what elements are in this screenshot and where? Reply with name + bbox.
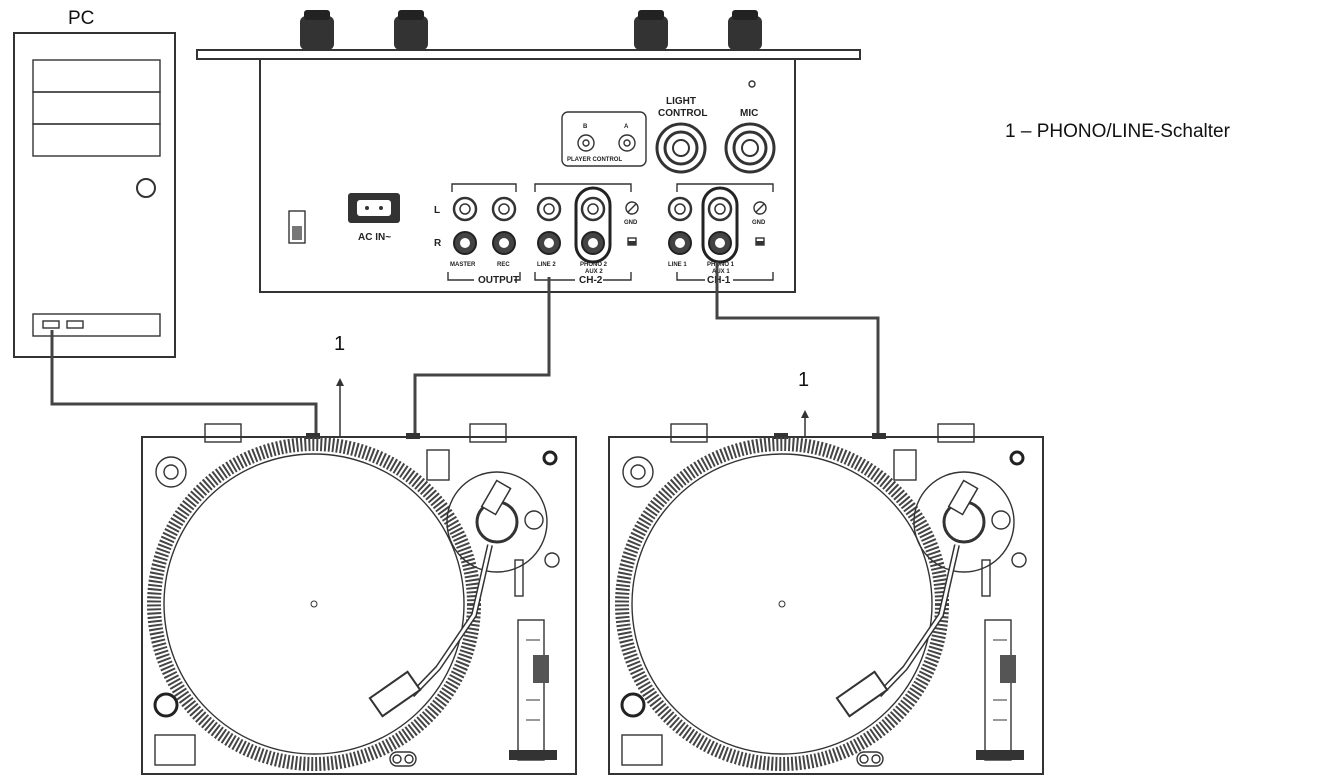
ch2-cable (413, 277, 551, 437)
player-a-label: A (624, 124, 629, 130)
callout-right: 1 (798, 369, 809, 391)
cables (50, 262, 880, 437)
phono1-label: PHONO 1 (707, 262, 735, 268)
adapter-icon (622, 456, 654, 488)
speed-button-icon (856, 751, 884, 767)
knob-icon (394, 16, 428, 50)
legend-text: 1 – PHONO/LINE-Schalter (1005, 121, 1231, 142)
gnd2-label: GND (624, 220, 638, 226)
player-b-label: B (583, 124, 588, 130)
speed-box-icon (621, 734, 663, 766)
box-icon (893, 449, 917, 481)
pitch-slider-icon (517, 619, 545, 761)
mixer: AC IN~ L R MASTER REC OUTPUT GND LI (196, 10, 861, 293)
ch2-label: CH-2 (579, 275, 603, 286)
pc-tower: PC (13, 8, 176, 358)
gnd1-label: GND (752, 220, 766, 226)
cartridge-icon (835, 670, 889, 718)
line2-label: LINE 2 (537, 262, 556, 268)
output-label: OUTPUT (478, 275, 519, 286)
gnd-screw-icon (625, 201, 639, 215)
knob-icon (728, 16, 762, 50)
mic-label: MIC (740, 108, 758, 119)
knob-icon (300, 16, 334, 50)
usb-cable (50, 330, 318, 437)
callout-left: 1 (334, 333, 345, 355)
ch1-label: CH-1 (707, 275, 731, 286)
rec-label: REC (497, 262, 510, 268)
knob-icon (634, 16, 668, 50)
light-control-label-2: CONTROL (658, 108, 707, 119)
box-icon (426, 449, 450, 481)
phono1-highlight (701, 186, 739, 264)
adapter-icon (155, 456, 187, 488)
phono2-highlight (574, 186, 612, 264)
usb-port-icon (66, 320, 84, 329)
ch1-cable (715, 262, 880, 437)
power-switch-icon (288, 210, 306, 244)
turntable-left (141, 423, 577, 775)
aux2-label: AUX 2 (585, 269, 603, 275)
channel-l-label: L (434, 205, 440, 216)
ac-in-label: AC IN~ (358, 232, 391, 243)
power-button-icon (136, 178, 156, 198)
tonearm-base-icon (446, 471, 548, 573)
start-button-icon (620, 692, 646, 718)
line1-label: LINE 1 (668, 262, 687, 268)
indicator-led-icon (748, 80, 756, 88)
hinge-icon (204, 423, 242, 443)
player-control-box (561, 111, 647, 167)
pc-label: PC (68, 8, 94, 29)
player-b-jack-icon (577, 134, 595, 152)
cartridge-icon (368, 670, 422, 718)
light-control-label-1: LIGHT (666, 96, 696, 107)
channel-r-label: R (434, 238, 442, 249)
player-a-jack-icon (618, 134, 636, 152)
usb-port-icon (42, 320, 60, 329)
hinge-icon (937, 423, 975, 443)
aux1-label: AUX 1 (712, 269, 730, 275)
gnd-screw-icon (753, 201, 767, 215)
phono2-label: PHONO 2 (580, 262, 608, 268)
speed-button-icon (389, 751, 417, 767)
player-control-label: PLAYER CONTROL (567, 157, 622, 163)
speed-box-icon (154, 734, 196, 766)
pitch-slider-icon (984, 619, 1012, 761)
start-button-icon (153, 692, 179, 718)
tonearm-base-icon (913, 471, 1015, 573)
turntable-right (608, 423, 1044, 775)
hinge-icon (469, 423, 507, 443)
master-label: MASTER (450, 262, 476, 268)
hinge-icon (670, 423, 708, 443)
